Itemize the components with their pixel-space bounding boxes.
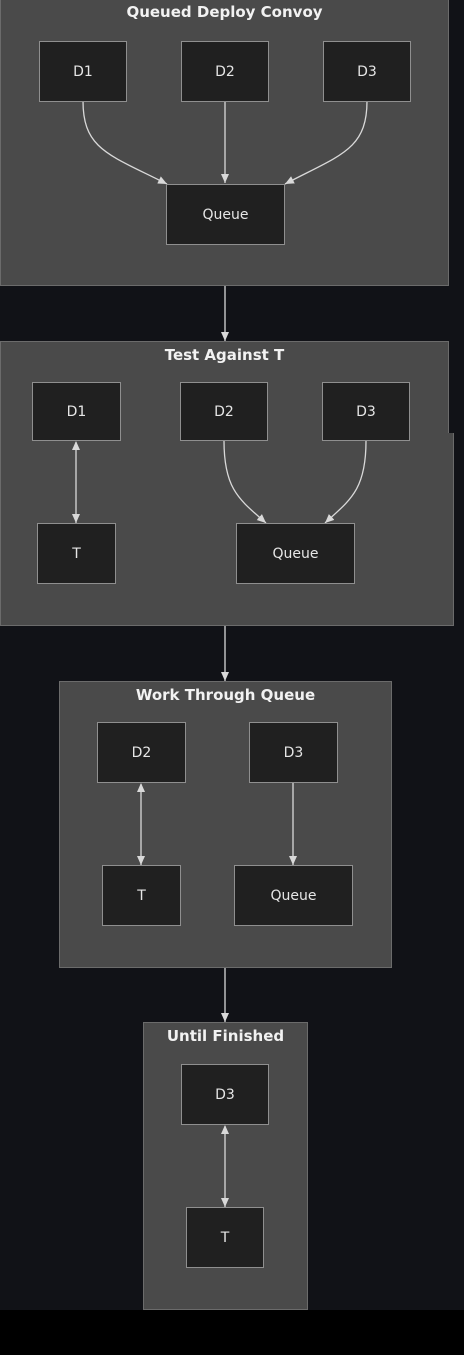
node-c1-d2: D2 <box>181 41 269 102</box>
node-c1-queue: Queue <box>166 184 285 245</box>
node-c3-t: T <box>102 865 181 926</box>
node-c2-d1: D1 <box>32 382 121 441</box>
node-c2-d2: D2 <box>180 382 268 441</box>
node-c3-d2: D2 <box>97 722 186 783</box>
node-c2-queue: Queue <box>236 523 355 584</box>
node-c2-d3: D3 <box>322 382 410 441</box>
node-c2-t: T <box>37 523 116 584</box>
cluster-title: Test Against T <box>164 346 285 364</box>
node-c1-d1: D1 <box>39 41 127 102</box>
cluster-title: Until Finished <box>166 1027 285 1045</box>
node-c3-d3: D3 <box>249 722 338 783</box>
cluster-title: Work Through Queue <box>135 686 316 704</box>
node-c1-d3: D3 <box>323 41 411 102</box>
node-c4-d3: D3 <box>181 1064 269 1125</box>
node-c4-t: T <box>186 1207 264 1268</box>
cluster-title: Queued Deploy Convoy <box>126 3 323 21</box>
node-c3-queue: Queue <box>234 865 353 926</box>
